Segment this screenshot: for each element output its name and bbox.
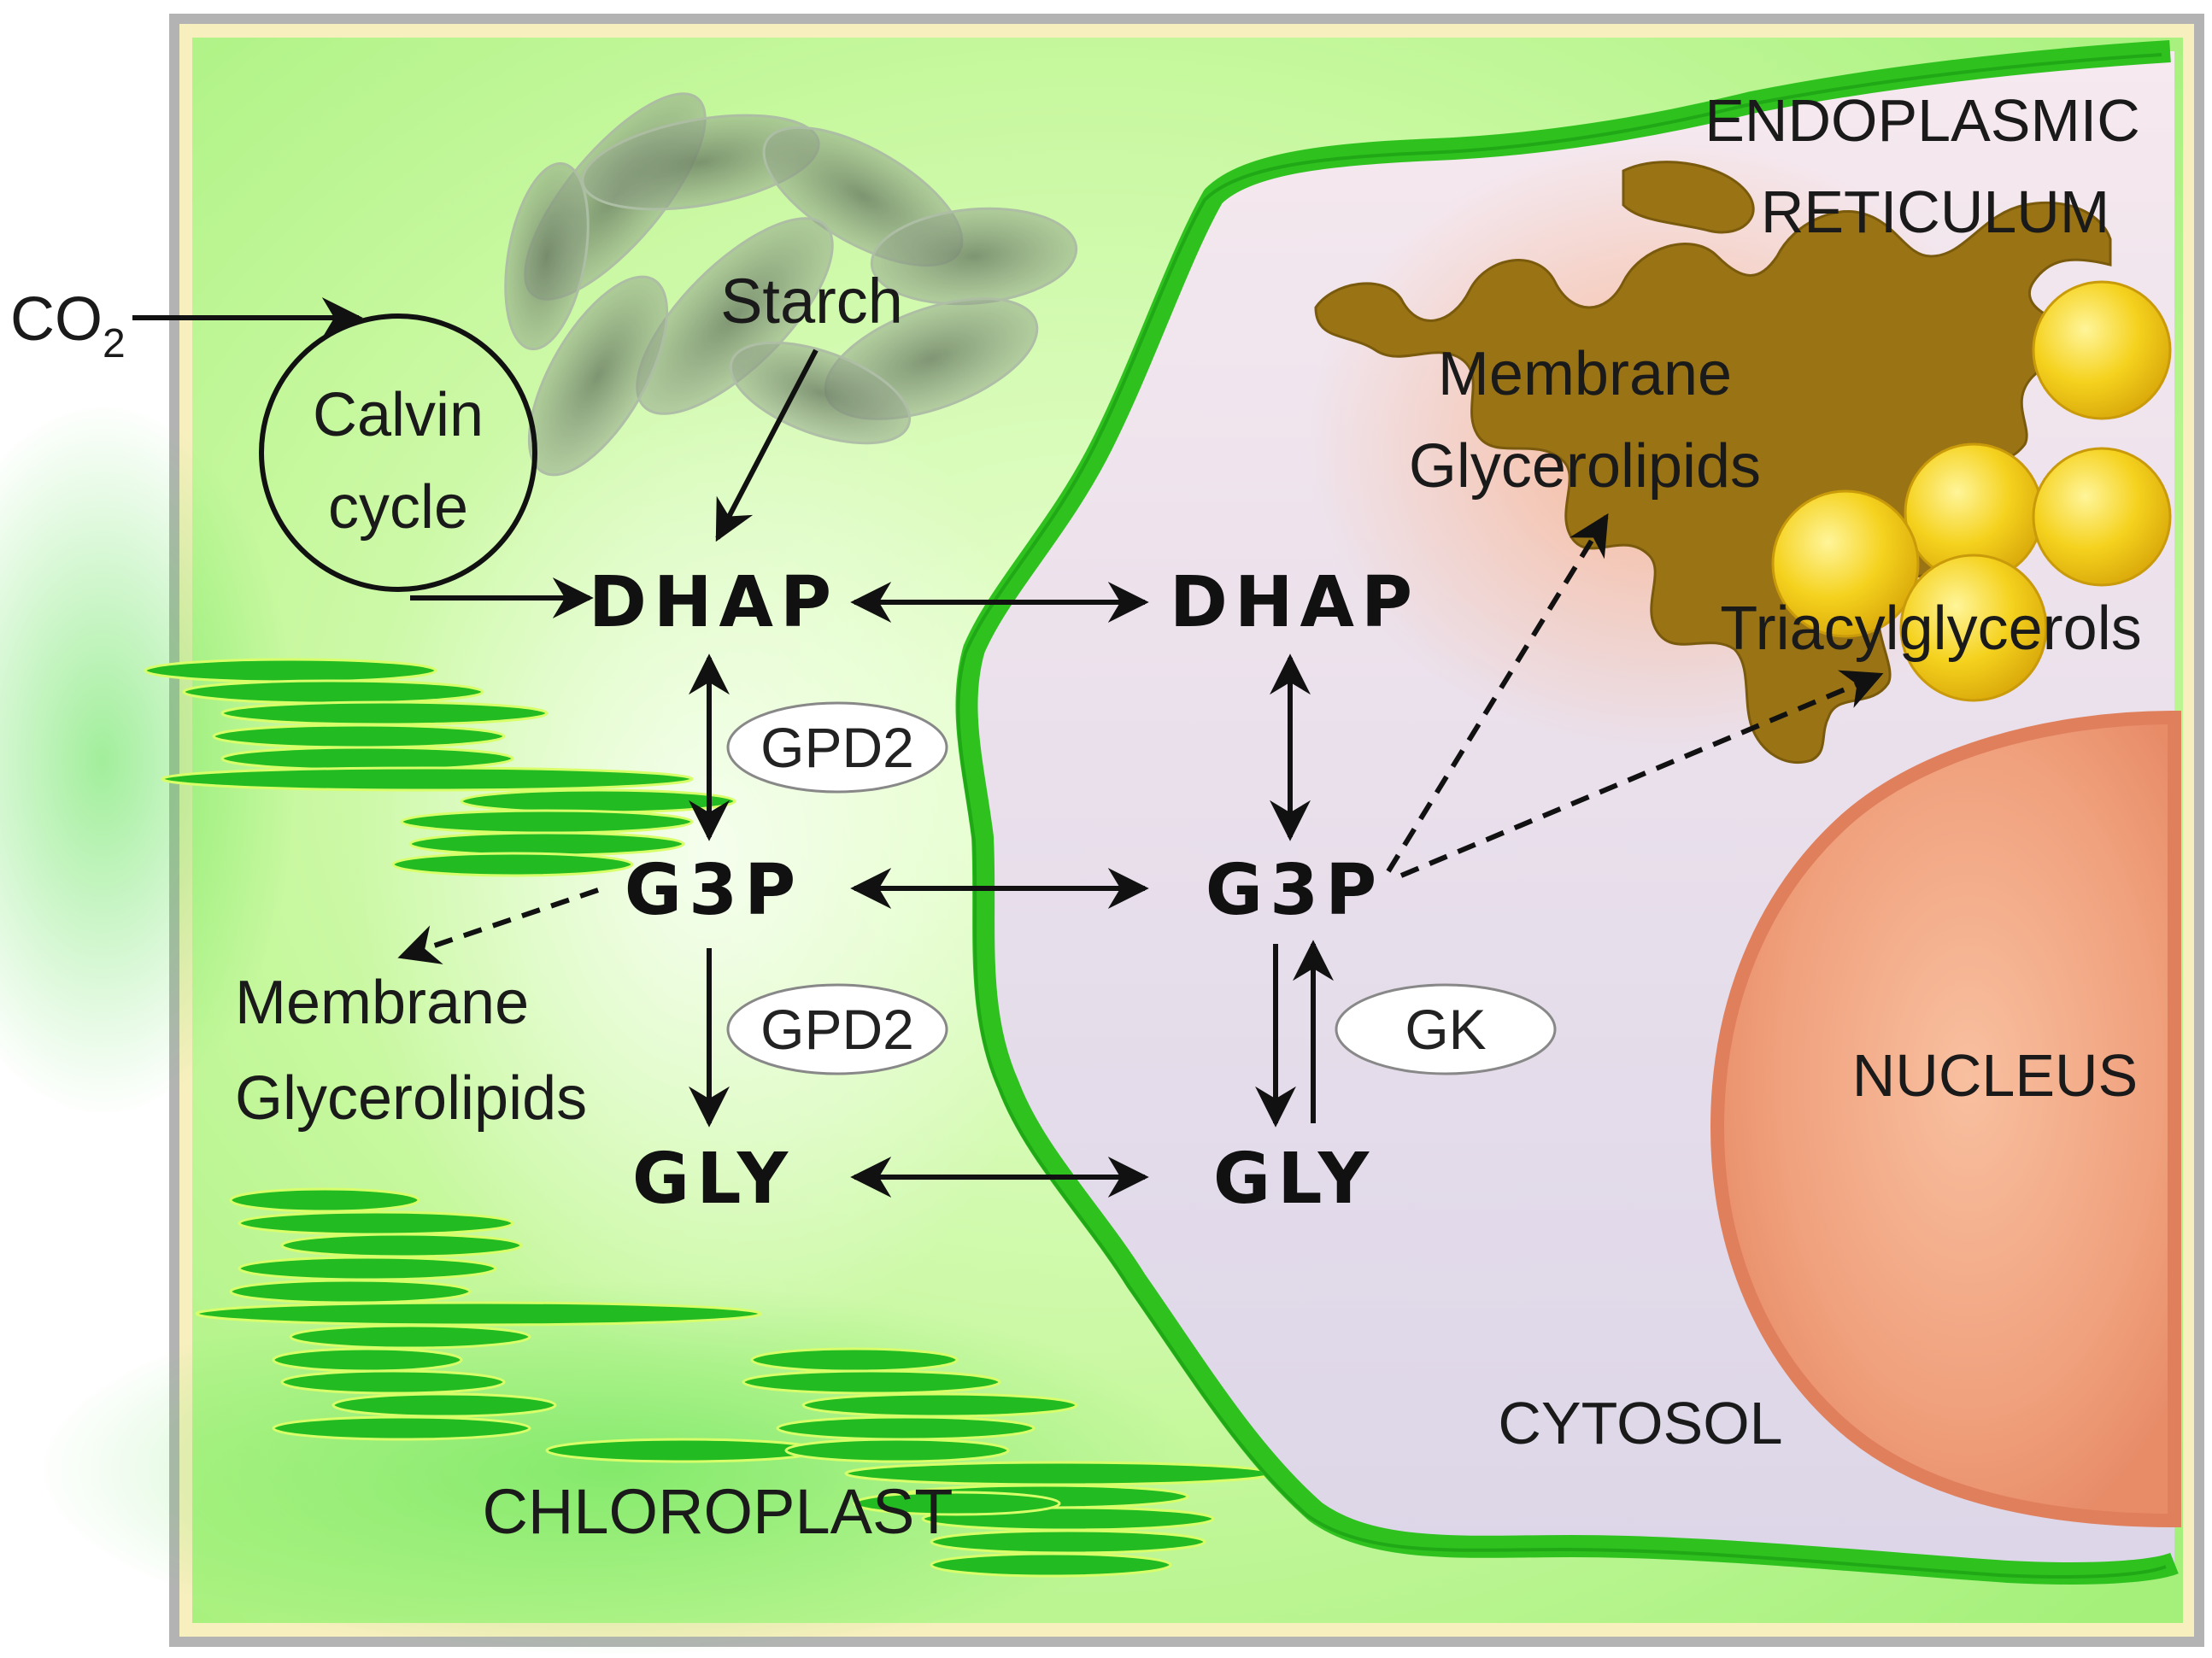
calvin-cycle-circle <box>259 313 537 592</box>
g3p-to-membrane-chloro-arrow <box>397 888 599 964</box>
gk-label: GK <box>1405 998 1486 1061</box>
gpd2-bottom-oval <box>726 983 948 1075</box>
triacylglycerols-label: Triacylglycerols <box>1720 595 2141 663</box>
cytosol-gly: GLY <box>1213 1139 1376 1220</box>
er-membrane-line1: Membrane <box>1438 340 1732 408</box>
chloro-membrane-line1: Membrane <box>235 969 529 1037</box>
lipid-droplets <box>1771 280 2172 702</box>
starch-granules <box>504 92 1078 477</box>
cytosol-label: CYTOSOL <box>1498 1390 1782 1456</box>
chloroplast-dhap: DHAP <box>589 562 838 643</box>
cytosol-g3p: G3P <box>1206 850 1383 931</box>
gpd2-bottom-label: GPD2 <box>760 998 914 1061</box>
co2-label: CO2 <box>10 285 126 366</box>
chloro-membrane-line2: Glycerolipids <box>235 1064 587 1133</box>
gk-oval <box>1335 983 1557 1075</box>
chloroplast-label: CHLOROPLAST <box>482 1476 953 1547</box>
nucleus <box>1710 710 2181 1528</box>
er-label-line1: ENDOPLASMIC <box>1704 87 2140 154</box>
calvin-label-line1: Calvin <box>313 381 484 449</box>
gpd2-top-oval <box>726 701 948 794</box>
starch-label: Starch <box>720 266 903 337</box>
g3p-to-tag-arrow <box>1399 670 1884 878</box>
g3p-to-er-membrane-arrow <box>1386 513 1609 873</box>
chloroplast-envelope-edge <box>956 53 2167 1579</box>
er-label-line2: RETICULUM <box>1761 179 2109 245</box>
cytosol-dhap: DHAP <box>1170 562 1419 643</box>
er-membrane-line2: Glycerolipids <box>1409 432 1761 501</box>
gpd2-top-label: GPD2 <box>760 716 914 779</box>
arrows <box>132 297 1884 1198</box>
chloroplast-g3p: G3P <box>625 850 802 931</box>
calvin-label-line2: cycle <box>328 473 468 542</box>
chloroplast-glow <box>0 401 299 1119</box>
chloroplast-gly: GLY <box>632 1139 795 1220</box>
enzyme-ovals <box>726 701 1557 1075</box>
thylakoid-stack-upper <box>144 658 736 877</box>
chloroplast-envelope <box>955 40 2179 1585</box>
nucleus-label: NUCLEUS <box>1852 1042 2139 1109</box>
starch-arrow <box>715 349 818 542</box>
